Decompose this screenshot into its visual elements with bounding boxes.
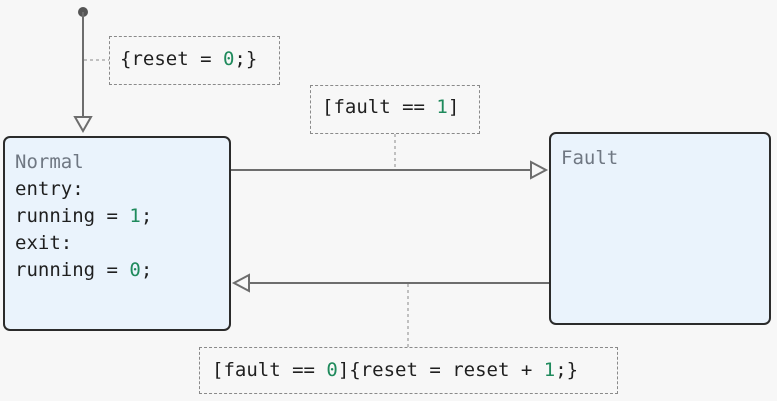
state-normal-title: Normal (15, 151, 84, 173)
initial-transition-note: {reset = 0;} (109, 36, 280, 85)
state-fault-title: Fault (561, 147, 619, 169)
transition-to-fault-arrowhead (530, 160, 549, 180)
entry-action: running = 1; (15, 205, 153, 227)
to-normal-guard-note: [fault == 0]{reset = reset + 1;} (199, 347, 618, 394)
exit-label: exit: (15, 232, 73, 254)
transition-to-normal-arrowhead (231, 273, 250, 293)
entry-label: entry: (15, 178, 84, 200)
to-fault-guard-note: [fault == 1] (310, 85, 480, 134)
initial-transition-arrowhead (73, 116, 93, 134)
state-normal[interactable]: Normal entry: running = 1; exit: running… (3, 136, 231, 331)
exit-action: running = 0; (15, 259, 153, 281)
state-fault[interactable]: Fault (549, 132, 771, 325)
